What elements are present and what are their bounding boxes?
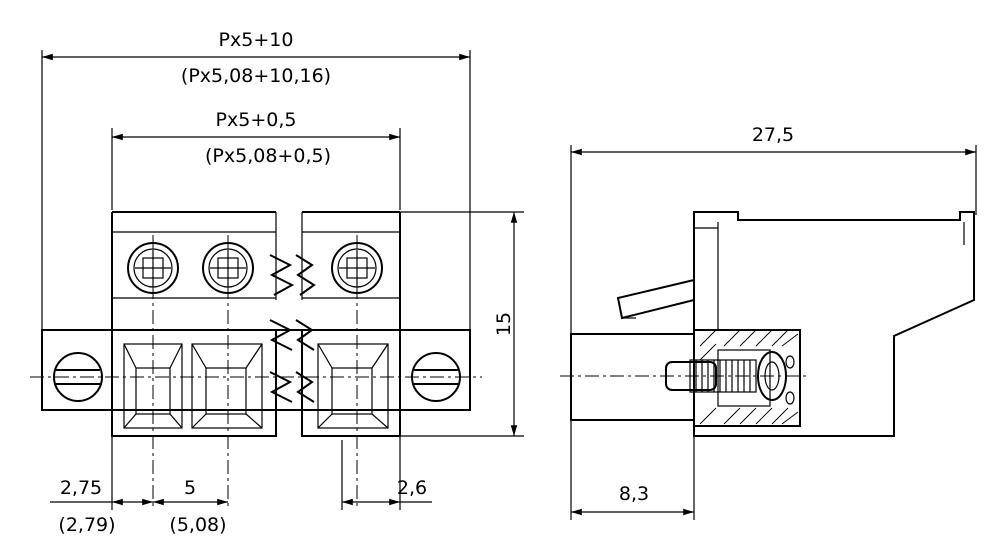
front-depth-label: 8,3: [619, 483, 649, 505]
overall-width-label: Px5+10: [219, 29, 294, 51]
mounting-flange: [41, 329, 471, 411]
side-housing: [616, 211, 975, 437]
front-view: Px5+10 (Px5,08+10,16) Px5+0,5 (Px5,08+0,…: [30, 29, 524, 536]
break-lines: [269, 254, 316, 403]
plug-nose: [570, 333, 695, 421]
side-view: 27,5: [560, 124, 977, 520]
connector-upper-body: [111, 211, 401, 330]
depth-label: 27,5: [752, 124, 794, 146]
inner-width-label: Px5+0,5: [216, 109, 297, 131]
overall-width-alt-label: (Px5,08+10,16): [181, 65, 331, 87]
flange-screw-left: [53, 352, 103, 402]
pitch-label: 5: [184, 477, 196, 499]
height-label: 15: [493, 312, 515, 336]
pitch-alt-label: (5,08): [169, 514, 226, 536]
right-offset-label: 2,6: [397, 477, 427, 499]
left-offset-label: 2,75: [60, 477, 102, 499]
left-offset-alt-label: (2,79): [58, 514, 115, 536]
sectioned-insert: [665, 329, 801, 427]
inner-width-alt-label: (Px5,08+0,5): [205, 145, 331, 167]
